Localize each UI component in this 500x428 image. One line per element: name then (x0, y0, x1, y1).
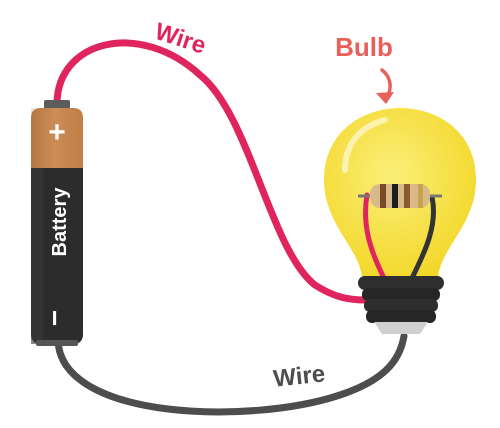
filament-wire-left (363, 192, 387, 281)
bulb-base (358, 276, 444, 334)
bulb-highlight (342, 117, 388, 173)
positive-sign: + (48, 116, 66, 149)
battery: + Battery − (31, 100, 83, 346)
wire-bottom (54, 332, 408, 416)
battery-terminal (44, 100, 70, 109)
filament-wire-right (409, 194, 436, 281)
wire-bottom-label: Wire (272, 360, 326, 392)
bulb-label: Bulb (335, 32, 393, 62)
light-bulb (324, 108, 476, 334)
filament-resistor (358, 184, 442, 208)
arrow-head-icon (376, 92, 394, 104)
battery-bottom-cap (36, 340, 78, 346)
negative-sign: − (39, 310, 70, 326)
battery-body (31, 168, 83, 344)
battery-label: Battery (49, 187, 71, 257)
wire-top (53, 39, 370, 304)
